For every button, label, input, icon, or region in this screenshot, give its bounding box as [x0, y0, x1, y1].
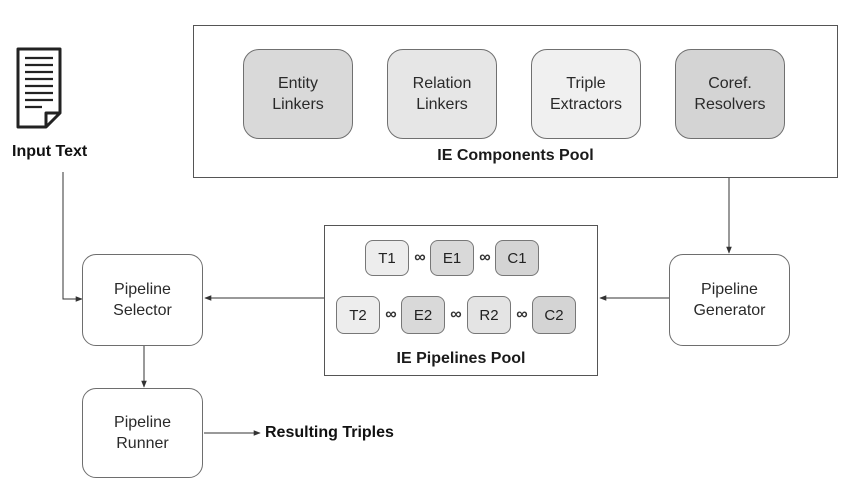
component-entity-linkers: Entity Linkers — [243, 49, 353, 139]
ie-pipelines-pool: T1 ∞ E1 ∞ C1 T2 ∞ E2 ∞ R2 ∞ C2 IE Pipeli… — [324, 225, 598, 376]
pipeline-2-e2: E2 — [401, 296, 445, 334]
chain-link-icon: ∞ — [516, 306, 528, 323]
arrow-input-to-selector — [62, 172, 83, 302]
component-coref-resolvers: Coref. Resolvers — [675, 49, 785, 139]
pipeline-selector: Pipeline Selector — [82, 254, 203, 346]
components-pool-title: IE Components Pool — [437, 147, 594, 164]
component-triple-extractors: Triple Extractors — [531, 49, 641, 139]
ie-components-pool: Entity Linkers Relation Linkers Triple E… — [193, 25, 838, 178]
chain-link-icon: ∞ — [479, 249, 491, 266]
chain-link-icon: ∞ — [385, 306, 397, 323]
pipelines-pool-title: IE Pipelines Pool — [396, 350, 526, 367]
resulting-triples-label: Resulting Triples — [265, 424, 394, 441]
chain-link-icon: ∞ — [414, 249, 426, 266]
pipeline-1-t1: T1 — [365, 240, 409, 276]
component-relation-linkers: Relation Linkers — [387, 49, 497, 139]
chain-link-icon: ∞ — [450, 306, 462, 323]
pipeline-runner: Pipeline Runner — [82, 388, 203, 478]
document-icon — [16, 47, 62, 129]
pipeline-1-c1: C1 — [495, 240, 539, 276]
pipeline-generator: Pipeline Generator — [669, 254, 790, 346]
pipeline-2-t2: T2 — [336, 296, 380, 334]
input-text-label: Input Text — [12, 143, 88, 160]
pipeline-2-r2: R2 — [467, 296, 511, 334]
pipeline-2-c2: C2 — [532, 296, 576, 334]
pipeline-1-e1: E1 — [430, 240, 474, 276]
